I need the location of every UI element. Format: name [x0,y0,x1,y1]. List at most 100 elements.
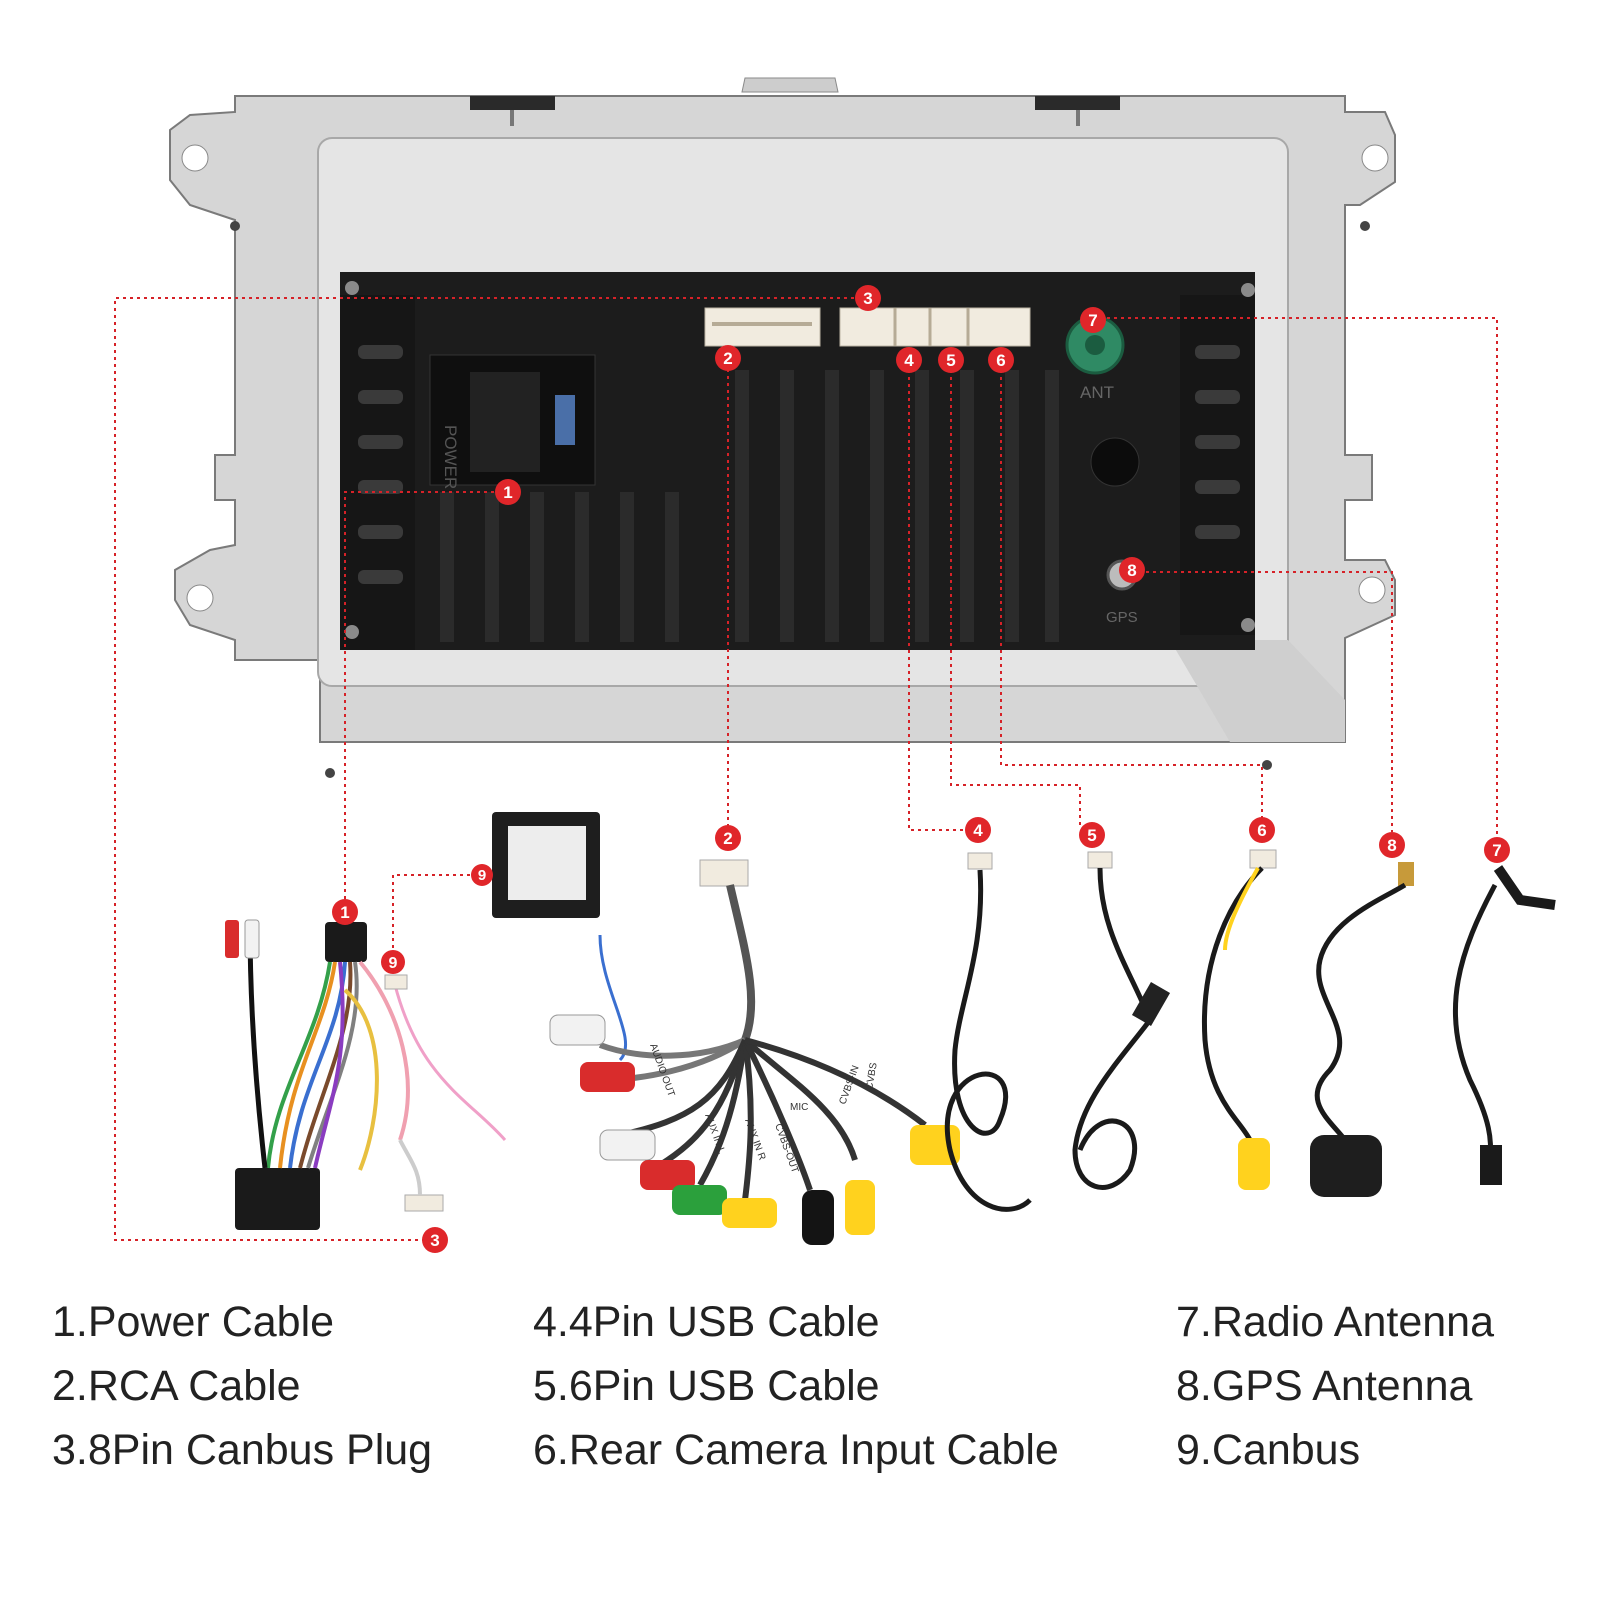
usb-6pin-cable [1072,851,1171,1190]
multi-socket [839,307,1031,347]
harness-plug-top [325,922,367,962]
leader-line-5 [950,363,1081,825]
top-clip-left [470,96,555,110]
leader-line-9 [392,874,482,962]
screw [1241,618,1255,632]
leader-line-7 [1093,317,1498,840]
svg-text:6: 6 [1257,821,1266,840]
svg-text:2: 2 [723,829,732,848]
legend-item-canbus-plug: 3.8Pin Canbus Plug [52,1426,433,1474]
legend-item-canbus: 9.Canbus [1176,1426,1361,1474]
svg-text:1: 1 [340,903,349,922]
tag-aux-in-r: AUX IN R [742,1117,767,1161]
rca-black-socket [802,1190,834,1245]
callout-8-unit: 8 [1119,557,1145,583]
callout-6-part: 6 [1249,817,1275,843]
legend-column-2: 4.4Pin USB Cable 5.6Pin USB Cable 6.Rear… [533,1290,1059,1482]
top-clip-right [1035,96,1120,110]
svg-text:1: 1 [503,483,512,502]
ant-label: ANT [1080,383,1114,402]
rca-red-plug [580,1062,635,1092]
tag-cvbs: CVBS [864,1061,880,1090]
rca-yellow-plug [845,1180,875,1235]
screw [325,768,335,778]
svg-text:2: 2 [723,349,732,368]
screw [345,625,359,639]
accessories: AUDIO OUT MIC AUX IN L AUX IN R CVBS-OUT… [225,812,1556,1245]
rca-cable-bundle: AUDIO OUT MIC AUX IN L AUX IN R CVBS-OUT… [549,859,960,1245]
rca-socket [704,307,821,347]
screw [1241,283,1255,297]
rear-camera-cable [1201,849,1277,1190]
callout-6-unit: 6 [988,347,1014,373]
head-unit: POWER ANT GPS [169,77,1396,778]
callout-7-part: 7 [1484,837,1510,863]
power-connector: POWER [429,354,596,489]
legend-item-rear-camera: 6.Rear Camera Input Cable [533,1426,1059,1474]
gps-puck [1310,1135,1382,1197]
callout-2-unit: 2 [715,345,741,371]
rca-yellow-plug [722,1198,777,1228]
heatsink-fins [440,370,1059,642]
callout-3-unit: 3 [855,285,881,311]
callout-4-part: 4 [965,817,991,843]
svg-text:8: 8 [1387,836,1396,855]
callouts: 1 2 3 4 5 6 7 8 [332,285,1510,1253]
leader-line-8 [1132,571,1393,832]
leader-line-3 [114,297,868,1241]
svg-text:4: 4 [904,351,914,370]
callout-1-unit: 1 [495,479,521,505]
screw [345,281,359,295]
mounting-hole [1361,144,1389,172]
rca-tip-white [244,919,260,959]
mounting-hole [181,144,209,172]
legend-item-power-cable: 1.Power Cable [52,1298,335,1346]
callout-5-part: 5 [1079,822,1105,848]
svg-text:9: 9 [478,867,486,884]
power-harness [225,919,507,1230]
screw [1262,760,1272,770]
callout-5-unit: 5 [938,347,964,373]
svg-text:8: 8 [1127,561,1136,580]
screw [1360,221,1370,231]
callout-4-unit: 4 [896,347,922,373]
svg-text:9: 9 [389,955,398,972]
callout-9-box: 9 [471,864,493,886]
leader-line-4 [908,363,965,831]
radio-antenna-adapter [1452,865,1556,1185]
legend-item-rca-cable: 2.RCA Cable [52,1362,301,1410]
left-vent [340,295,415,650]
usb-plug [1131,982,1171,1026]
rca-tip-red [225,920,239,958]
gps-antenna [1310,862,1414,1197]
leader-line-6 [1000,363,1263,822]
legend-column-3: 7.Radio Antenna 8.GPS Antenna 9.Canbus [1176,1290,1494,1482]
gps-label: GPS [1106,609,1138,626]
svg-text:4: 4 [973,821,983,840]
callout-9-harness: 9 [381,950,405,974]
leader-line-1 [344,491,508,905]
callout-1-part: 1 [332,899,358,925]
svg-text:3: 3 [863,289,872,308]
legend-column-1: 1.Power Cable 2.RCA Cable 3.8Pin Canbus … [52,1290,432,1482]
power-label: POWER [441,425,460,489]
rca-green-plug [672,1185,727,1215]
rca-white-plug [549,1014,606,1046]
tag-mic: MIC [790,1102,808,1113]
svg-text:5: 5 [946,351,955,370]
callout-3-part: 3 [422,1227,448,1253]
svg-text:5: 5 [1087,826,1096,845]
mounting-hole [1358,576,1386,604]
right-vent [1180,295,1255,635]
callout-7-unit: 7 [1080,307,1106,333]
usb-4pin-cable [945,852,1032,1212]
svg-text:3: 3 [430,1231,439,1250]
leader-lines [114,297,1498,1241]
rca-yellow-plug [1238,1138,1270,1190]
svg-text:6: 6 [996,351,1005,370]
svg-text:7: 7 [1088,311,1097,330]
callout-8-part: 8 [1379,832,1405,858]
mounting-hole [186,584,214,612]
harness-plug-bottom [235,1168,320,1230]
